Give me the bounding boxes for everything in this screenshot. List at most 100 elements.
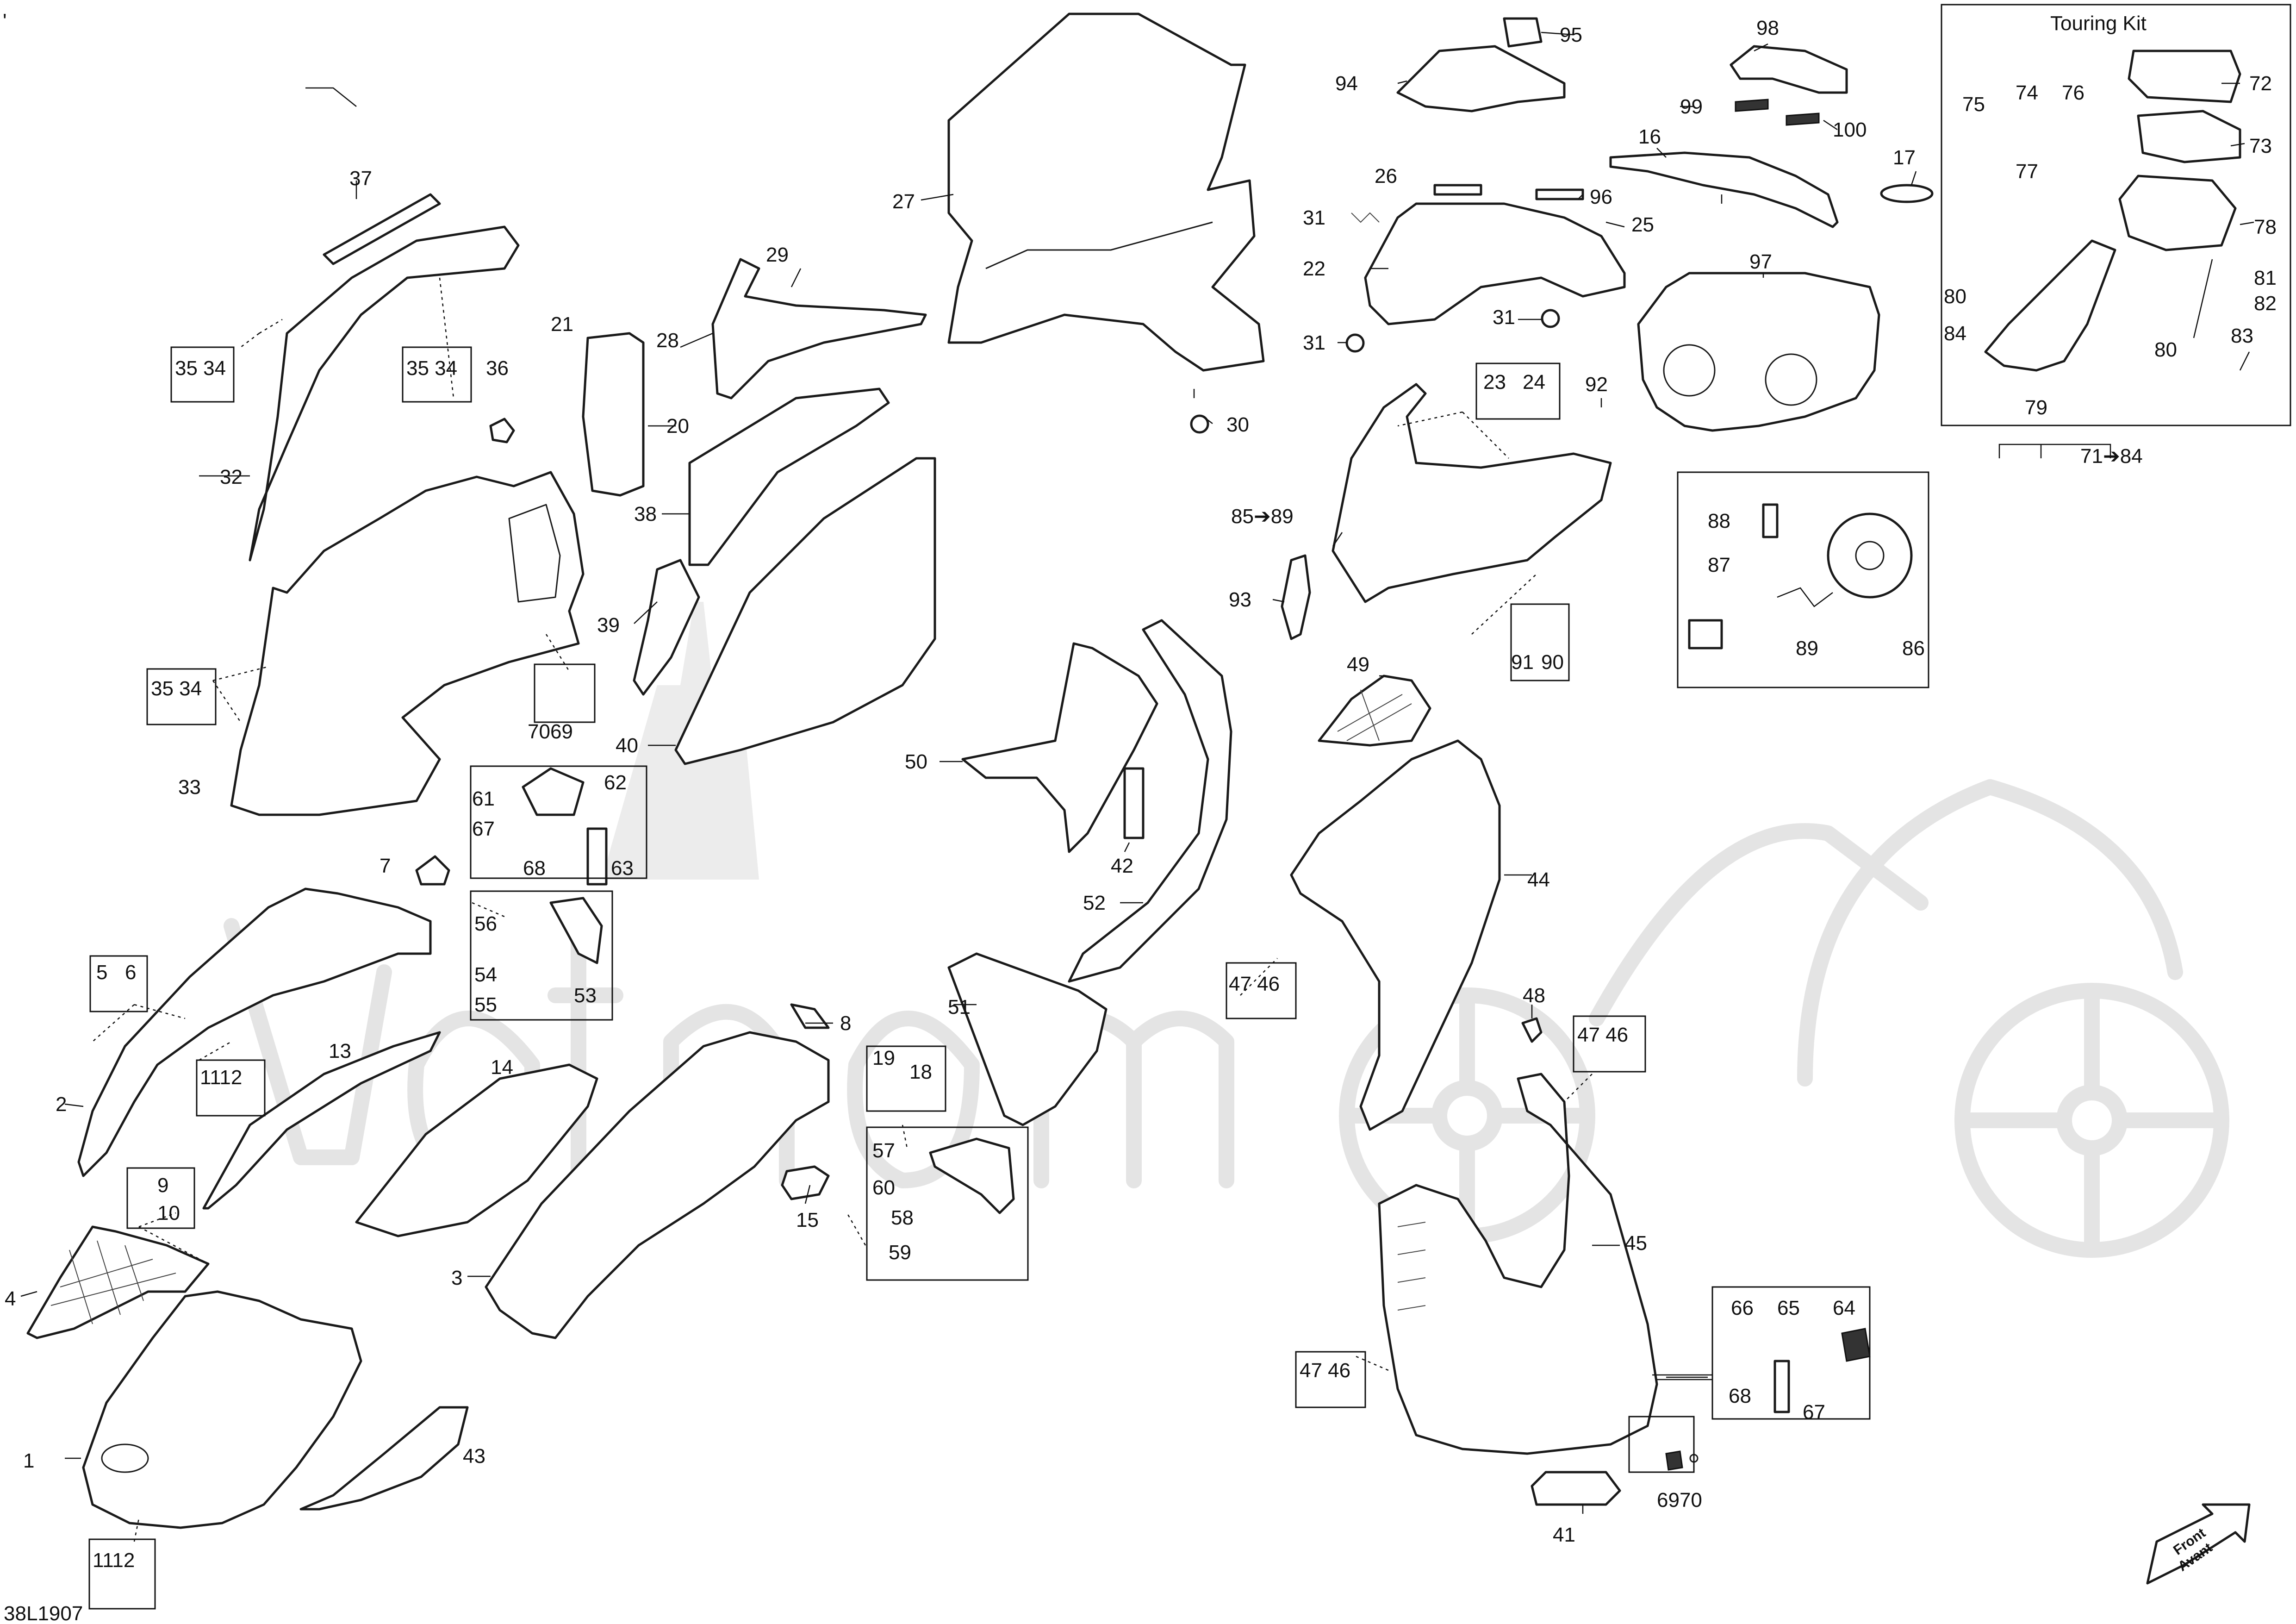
part-36-clip: [489, 418, 515, 443]
label-code: 38L1907: [4, 1602, 83, 1624]
label-79: 79: [2025, 396, 2047, 419]
part-64-clip: [1841, 1328, 1871, 1362]
label-1112-b: 1112: [93, 1549, 135, 1572]
label-89: 89: [1796, 637, 1818, 660]
label-6: 6: [125, 961, 136, 984]
label-48: 48: [1523, 984, 1545, 1007]
label-77: 77: [2016, 160, 2038, 183]
label-80-b: 80: [2154, 338, 2177, 361]
part-88-seal: [1762, 503, 1779, 538]
label-72: 72: [2249, 72, 2272, 95]
part-1-front-fairing: [82, 1290, 362, 1529]
label-25: 25: [1631, 213, 1654, 236]
part-43-bracket: [299, 1406, 469, 1511]
part-51-panel: [947, 952, 1108, 1126]
label-58: 58: [891, 1206, 914, 1229]
part-69-clip: [1665, 1450, 1683, 1471]
label-1112-a: 1112: [200, 1066, 242, 1089]
corner-mark: ': [3, 10, 6, 32]
label-96: 96: [1590, 186, 1612, 208]
label-68-a: 68: [523, 857, 546, 880]
label-36: 36: [486, 357, 509, 380]
label-56: 56: [474, 912, 497, 935]
part-40-panel: [674, 457, 936, 765]
label-99: 99: [1680, 95, 1703, 118]
label-7: 7: [380, 855, 391, 877]
label-81: 81: [2254, 267, 2277, 289]
label-65: 65: [1777, 1297, 1800, 1319]
label-63: 63: [611, 857, 634, 880]
label-59: 59: [889, 1241, 911, 1264]
label-64: 64: [1833, 1297, 1855, 1319]
part-16-frame-bracket: [1609, 151, 1839, 228]
label-17: 17: [1893, 146, 1916, 169]
part-50-panel: [961, 642, 1158, 853]
label-22: 22: [1303, 257, 1325, 280]
label-14: 14: [491, 1056, 513, 1079]
part-83-bolt: [2193, 259, 2213, 338]
leader-lines: [20, 31, 2254, 1542]
label-2: 2: [56, 1093, 67, 1116]
part-49-mesh: [1337, 689, 1412, 741]
label-3534-c: 35 34: [151, 677, 202, 700]
part-37-trim: [323, 193, 441, 265]
label-52: 52: [1083, 892, 1106, 914]
part-79-mirror-stem: [1984, 239, 2116, 372]
label-67-a: 67: [472, 818, 495, 840]
label-91: 91: [1511, 651, 1534, 674]
part-45-lower-fairing: [1378, 1073, 1658, 1455]
label-8: 8: [840, 1012, 851, 1035]
label-80-a: 80: [1944, 285, 1966, 308]
label-88: 88: [1708, 510, 1730, 532]
part-87-bulb: [1688, 619, 1723, 650]
label-23-24: 23: [1483, 371, 1506, 394]
part-41-bracket: [1531, 1471, 1621, 1506]
touring-kit-title: Touring Kit: [2050, 12, 2147, 35]
label-15: 15: [796, 1209, 819, 1231]
part-99-pad: [1735, 99, 1769, 112]
label-3: 3: [451, 1267, 462, 1289]
label-42: 42: [1111, 855, 1133, 877]
label-16: 16: [1638, 125, 1661, 148]
label-97: 97: [1749, 250, 1772, 273]
part-4-grille: [26, 1225, 210, 1339]
label-10: 10: [157, 1202, 180, 1224]
label-37: 37: [349, 167, 372, 190]
label-4: 4: [5, 1287, 16, 1310]
label-28: 28: [656, 329, 679, 352]
label-51: 51: [948, 996, 971, 1018]
label-86: 86: [1902, 637, 1925, 660]
part-38-panel: [688, 387, 890, 566]
part-7-clip: [415, 855, 450, 886]
part-96-strip-b: [1535, 188, 1584, 200]
label-100: 100: [1833, 119, 1867, 141]
part-94-cover: [1396, 45, 1566, 112]
part-4-grille-mesh: [50, 1240, 176, 1324]
label-38: 38: [634, 503, 657, 525]
label-31-a: 31: [1303, 206, 1325, 229]
part-68-tube: [586, 827, 608, 886]
part-31-grommet-b: [1541, 309, 1560, 328]
part-28-headlight-trim: [711, 258, 927, 400]
part-2-side-fairing: [77, 887, 432, 1177]
part-97-lens-right: [1765, 353, 1817, 406]
label-41: 41: [1553, 1524, 1575, 1546]
label-33: 33: [178, 776, 201, 799]
label-75: 75: [1962, 93, 1985, 116]
label-93: 93: [1229, 588, 1251, 611]
label-4746-a: 47 46: [1229, 973, 1280, 995]
part-52-panel: [1068, 619, 1232, 983]
part-96-strip-a: [1433, 184, 1482, 196]
part-72-mirror-glass: [2128, 50, 2241, 103]
part-93-vent: [1281, 554, 1311, 640]
part-98-bracket: [1730, 45, 1848, 94]
part-97-lens-left: [1663, 344, 1716, 397]
part-32-side-panel: [249, 225, 520, 562]
part-14-panel: [355, 1063, 598, 1237]
label-19: 19: [872, 1047, 895, 1069]
label-62: 62: [604, 771, 627, 794]
label-82: 82: [2254, 292, 2277, 315]
label-7069: 7069: [528, 720, 573, 743]
part-95-clip: [1503, 17, 1543, 48]
label-53: 53: [574, 984, 597, 1007]
